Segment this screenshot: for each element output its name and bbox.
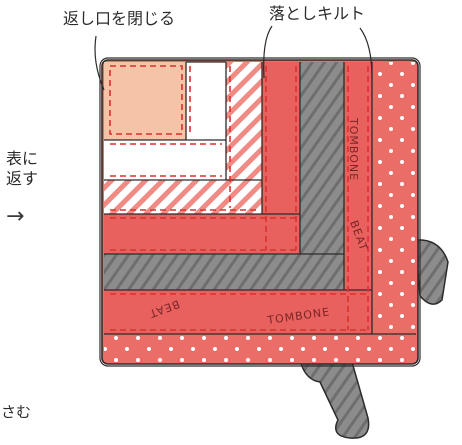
block-peach	[104, 62, 186, 140]
label-turn-out: 表に 返す	[6, 149, 46, 189]
block-white-horizontal	[104, 140, 226, 180]
label-tuck: さむ	[1, 403, 32, 421]
strip-red-horizontal	[104, 290, 372, 334]
strap-bottom	[299, 354, 370, 439]
block-white	[186, 62, 226, 140]
block-hatch-horizontal	[104, 180, 262, 214]
leader-quilt-1	[263, 25, 273, 79]
label-drop-quilt: 落としキルト	[269, 4, 366, 23]
quilt-stitching	[109, 65, 369, 331]
leader-quilt-2	[359, 27, 373, 79]
label-turn-out-line2: 返す	[6, 169, 39, 188]
seam-lines	[104, 61, 416, 335]
quilt-outline	[99, 57, 421, 367]
arrow-right-icon: →	[6, 204, 25, 229]
label-close-opening: 返し口を閉じる	[63, 9, 176, 28]
strip-gray-horizontal	[104, 254, 344, 290]
leader-opening	[94, 35, 105, 91]
strap-right	[414, 239, 449, 305]
fabric-print-tombone-1: TOMBONE	[347, 117, 360, 181]
strip-gray-vertical	[300, 62, 344, 288]
strip-right-dots	[372, 62, 416, 346]
strip-red-inner-horizontal	[104, 214, 300, 254]
strip-bottom-dots	[104, 334, 416, 362]
label-turn-out-line1: 表に	[6, 149, 39, 168]
